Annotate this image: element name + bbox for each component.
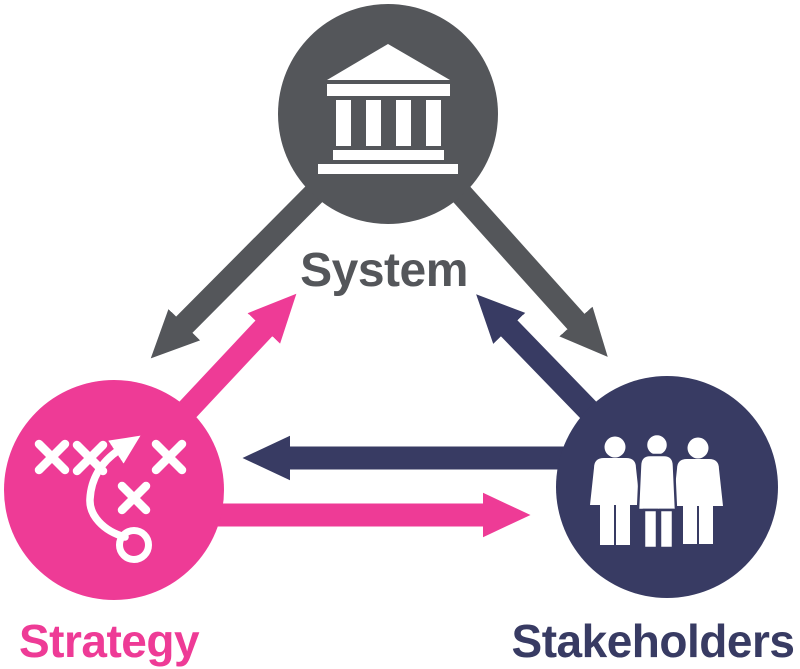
strategy-circle — [4, 380, 224, 600]
system-label: System — [300, 244, 468, 297]
people-icon — [590, 432, 723, 550]
system-circle — [278, 4, 498, 224]
arrow-strategy-to-system — [169, 293, 297, 428]
arrow-system-to-stakeholders — [438, 170, 608, 357]
playbook-icon — [34, 435, 187, 563]
bank-icon — [318, 44, 458, 174]
arrow-stakeholders-to-system — [476, 294, 607, 429]
stakeholders-label: Stakeholders — [512, 615, 795, 667]
arrow-system-to-strategy — [150, 169, 339, 359]
strategy-label: Strategy — [19, 615, 200, 667]
